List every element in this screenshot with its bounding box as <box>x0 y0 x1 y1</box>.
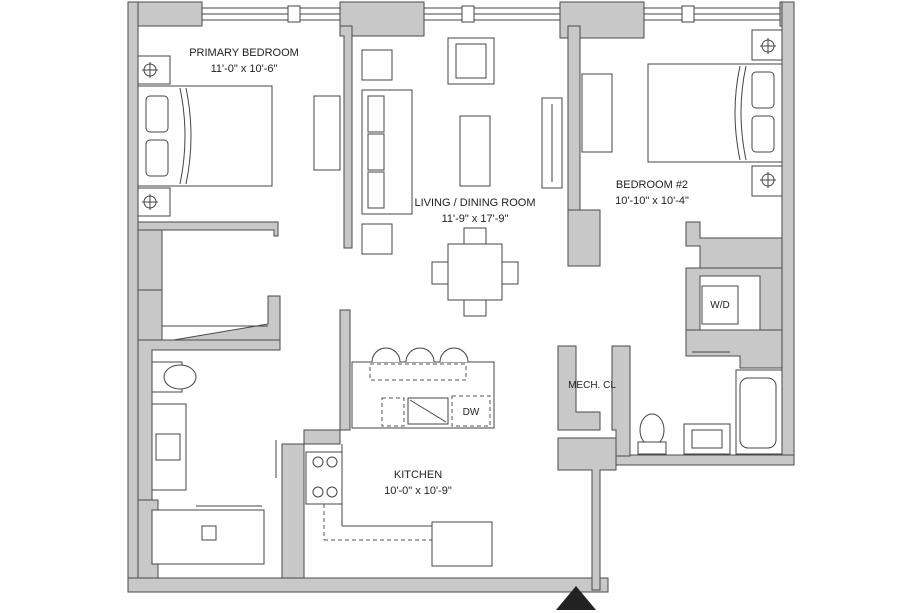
living-dining-dims: 11'-9" x 17'-9" <box>442 213 509 225</box>
entry-arrow <box>556 586 596 610</box>
primary-bedroom-furniture <box>137 55 341 217</box>
dishwasher <box>451 395 491 427</box>
wall-kitchen-left <box>281 309 351 579</box>
toilet-primary <box>163 364 197 390</box>
coffee-table <box>459 115 491 187</box>
wall-bed2-bottom <box>685 221 783 269</box>
washer-dryer <box>701 285 739 325</box>
washer-dryer-label: W/D <box>710 300 729 311</box>
nightstand-b2-top <box>751 29 783 61</box>
wall-bath2-top <box>685 329 783 369</box>
kitchen-name: KITCHEN <box>394 469 442 481</box>
dishwasher-label: DW <box>463 407 480 418</box>
side-table-top <box>361 49 393 81</box>
wall-bed2-pier <box>567 209 601 267</box>
bedroom2-name: BEDROOM #2 <box>616 179 688 191</box>
dining-table <box>447 243 503 301</box>
kitchen-island <box>351 361 495 429</box>
living-dining-name: LIVING / DINING ROOM <box>414 197 535 209</box>
wall-right <box>781 1 795 458</box>
primary-bedroom-name: PRIMARY BEDROOM <box>189 47 299 59</box>
refrigerator <box>431 521 493 567</box>
side-table-bottom <box>361 223 393 255</box>
bedroom2-furniture <box>581 29 783 197</box>
primary-bath-fixtures <box>151 361 277 565</box>
wall-mech-left <box>557 345 601 431</box>
bath2-fixtures <box>637 351 783 455</box>
dresser-bedroom2 <box>581 73 613 153</box>
wall-top-left <box>127 1 203 27</box>
kitchen-fixtures <box>305 347 495 567</box>
nightstand-b2-bottom <box>751 165 783 197</box>
windows <box>201 5 781 23</box>
kitchen-dims: 10'-0" x 10'-9" <box>384 485 452 497</box>
mech-closet-label: MECH. CL <box>568 380 616 391</box>
bedroom2-dims: 10'-10" x 10'-4" <box>615 195 689 207</box>
wall-closet-bottom <box>137 289 281 347</box>
wall-top-center <box>339 1 425 37</box>
wall-bottom <box>127 577 609 593</box>
primary-bedroom-dims: 11'-0" x 10'-6" <box>211 63 278 75</box>
dresser-primary <box>313 95 341 171</box>
living-furniture <box>361 37 563 317</box>
wall-primary-living <box>339 25 353 249</box>
toilet-bath2 <box>639 413 665 447</box>
exterior-walls <box>127 1 795 593</box>
wall-left <box>127 1 139 593</box>
wall-entry-right <box>557 437 617 591</box>
